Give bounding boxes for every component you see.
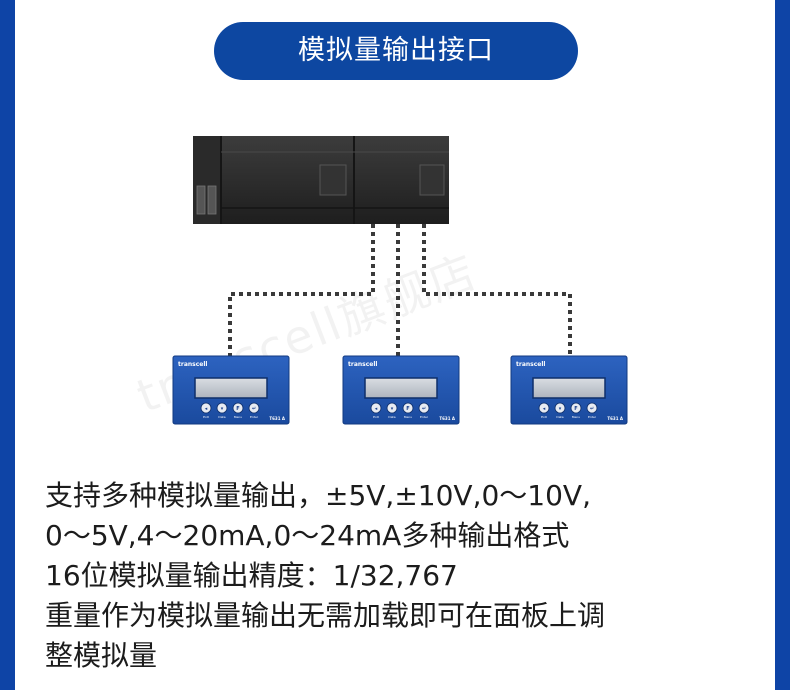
device-brand-label: transcell — [516, 361, 545, 368]
device-key — [386, 402, 398, 414]
device-key-label: Exit — [203, 415, 210, 419]
device-model-label: T631 A — [439, 416, 455, 421]
description-line: 0～5V,4～20mA,0～24mA多种输出格式 — [45, 519, 570, 552]
page-title: 模拟量输出接口 — [214, 22, 578, 80]
device-key-glyph: ▾ — [221, 406, 224, 412]
device-key — [586, 402, 598, 414]
indicator-device: transcell ◂ Exit ▾ Data F Menu ↵ Enter T631 A — [342, 355, 460, 425]
device-key-label: Menu — [234, 415, 242, 419]
device-key — [554, 402, 566, 414]
device-key-glyph: ◂ — [543, 406, 546, 412]
description-line: 重量作为模拟量输出无需加载即可在面板上调 — [45, 599, 606, 632]
indicator-device: transcell ◂ Exit ▾ Data F Menu ↵ Enter T631 A — [510, 355, 628, 425]
description-line: 支持多种模拟量输出，±5V,±10V,0～10V, — [45, 479, 591, 512]
lcd-display — [194, 377, 268, 399]
device-key — [200, 402, 212, 414]
device-model-label: T631 A — [607, 416, 623, 421]
device-key — [248, 402, 260, 414]
device-key — [538, 402, 550, 414]
device-key-label: Exit — [373, 415, 380, 419]
device-key-label: Menu — [404, 415, 412, 419]
indicator-device: transcell ◂ Exit ▾ Data F Menu ↵ Enter T631 A — [172, 355, 290, 425]
device-key-glyph: ↵ — [590, 406, 594, 412]
device-key-glyph: F — [574, 406, 577, 412]
device-key — [402, 402, 414, 414]
device-brand-label: transcell — [178, 361, 207, 368]
device-key — [418, 402, 430, 414]
lcd-display — [364, 377, 438, 399]
device-key-glyph: ◂ — [205, 406, 208, 412]
device-key — [216, 402, 228, 414]
plc-controller — [193, 136, 449, 224]
feature-description: 支持多种模拟量输出，±5V,±10V,0～10V, 0～5V,4～20mA,0～… — [45, 476, 745, 676]
device-key-label: Data — [556, 415, 563, 419]
device-key-glyph: F — [406, 406, 409, 412]
device-key-glyph: ▾ — [559, 406, 562, 412]
description-line: 16位模拟量输出精度：1/32,767 — [45, 559, 458, 592]
device-key-label: Enter — [420, 415, 429, 419]
description-line: 整模拟量 — [45, 639, 158, 672]
device-key-glyph: F — [236, 406, 239, 412]
device-brand-label: transcell — [348, 361, 377, 368]
device-key-glyph: ▾ — [391, 406, 394, 412]
content-panel — [15, 0, 775, 690]
device-key-glyph: ↵ — [422, 406, 426, 412]
device-key-label: Exit — [541, 415, 548, 419]
device-key-label: Enter — [250, 415, 259, 419]
device-key-label: Menu — [572, 415, 580, 419]
lcd-display — [532, 377, 606, 399]
device-key-label: Data — [218, 415, 225, 419]
device-key — [570, 402, 582, 414]
device-key-label: Data — [388, 415, 395, 419]
device-key-label: Enter — [588, 415, 597, 419]
device-key — [232, 402, 244, 414]
device-key — [370, 402, 382, 414]
signal-wiring — [228, 224, 572, 356]
device-key-glyph: ◂ — [375, 406, 378, 412]
device-key-glyph: ↵ — [252, 406, 256, 412]
device-model-label: T631 A — [269, 416, 285, 421]
